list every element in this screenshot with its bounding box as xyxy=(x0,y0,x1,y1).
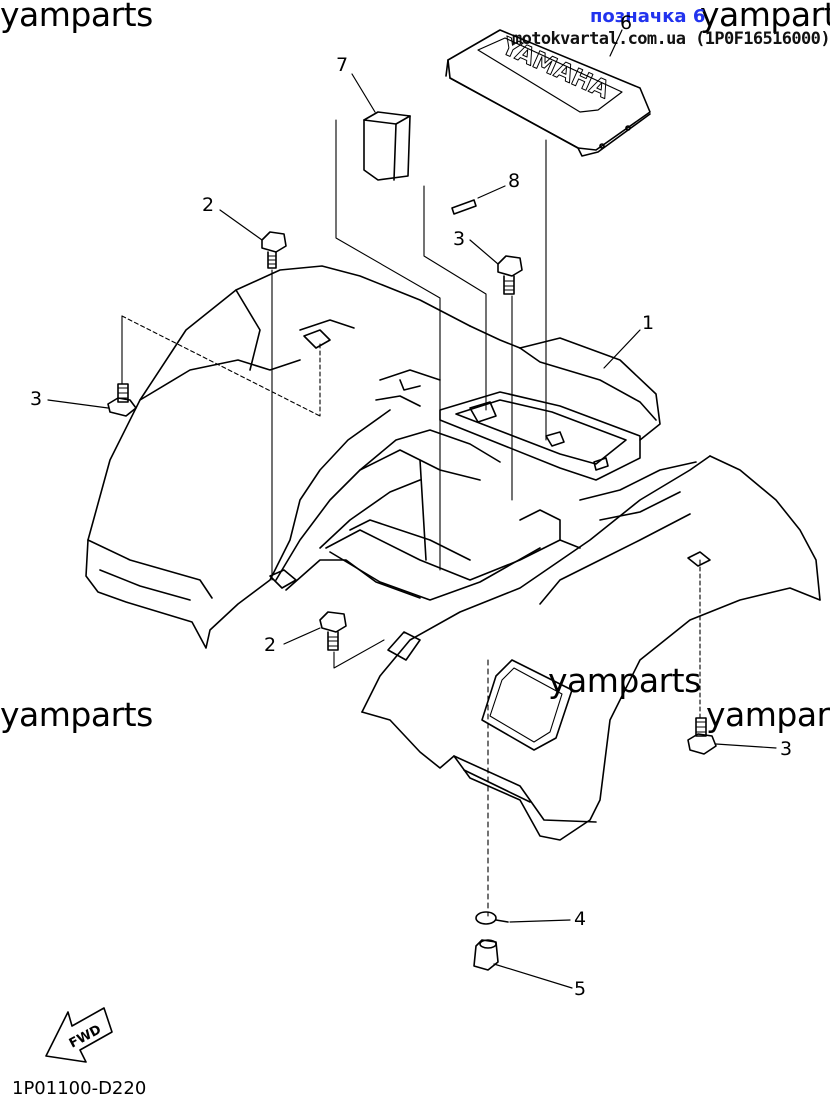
bolt-2-lower xyxy=(283,611,347,651)
guide-lines xyxy=(121,119,701,917)
rear-fender-part-1 xyxy=(85,265,821,841)
callout-3-right: 3 xyxy=(780,738,793,760)
callout-4: 4 xyxy=(574,908,587,930)
part-label: позначка 6 xyxy=(590,6,706,27)
callout-2-lower: 2 xyxy=(264,634,277,656)
source-site-label: motokvartal.com.ua (1P0F16516000) xyxy=(512,29,830,49)
callout-7: 7 xyxy=(336,54,349,76)
watermark-mid-right: yamparts xyxy=(706,695,830,734)
leader-part-1 xyxy=(603,329,641,369)
clip-part-8 xyxy=(451,185,506,215)
nut-part-5 xyxy=(473,939,573,989)
bolt-3-right xyxy=(687,717,777,755)
bolt-3-left xyxy=(47,383,137,417)
bolt-3-top xyxy=(469,239,523,295)
callout-3-left: 3 xyxy=(30,388,43,410)
diagram-code: 1P01100-D220 xyxy=(12,1078,147,1099)
callout-6: 6 xyxy=(620,12,633,34)
callout-5: 5 xyxy=(574,978,587,1000)
watermark-top-right: yamparts xyxy=(700,0,830,34)
callout-3-top: 3 xyxy=(453,228,466,250)
bolt-2-top xyxy=(219,209,287,269)
pad-part-7 xyxy=(351,73,411,181)
seat-cover-part-6: YAMAHA xyxy=(445,29,651,157)
fwd-arrow-icon: FWD xyxy=(45,1007,113,1063)
clip-part-4 xyxy=(475,911,571,925)
callout-8: 8 xyxy=(508,170,521,192)
seat-logo-text: YAMAHA xyxy=(497,31,615,104)
callout-2-top: 2 xyxy=(202,194,215,216)
watermark-top-left: yamparts xyxy=(0,0,153,34)
leader-part-6 xyxy=(609,29,623,57)
watermark-mid-left: yamparts xyxy=(0,695,153,734)
callout-1: 1 xyxy=(642,312,655,334)
